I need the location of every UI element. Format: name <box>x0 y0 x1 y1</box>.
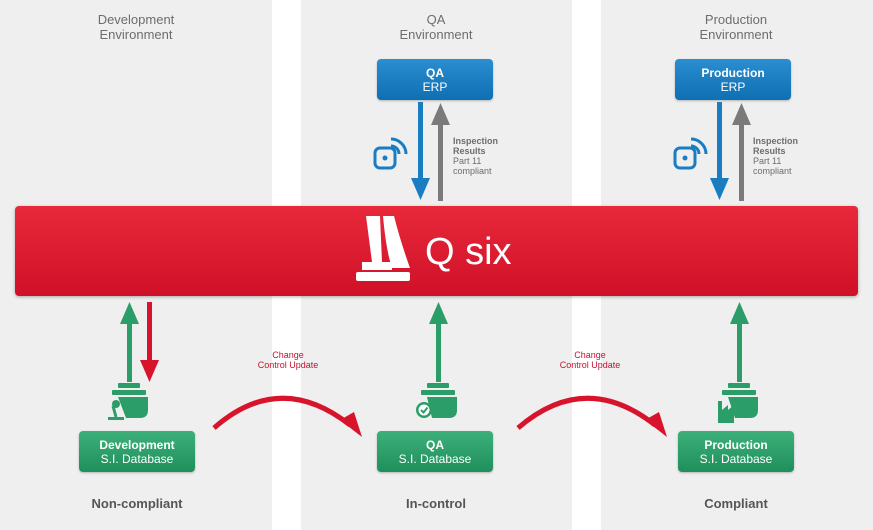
qa-wireless-scanner-icon <box>373 137 408 170</box>
inspection-line3: Part 11 <box>753 156 782 166</box>
qa-erp-box: QA ERP <box>377 59 493 100</box>
env-name: QA <box>426 12 446 27</box>
inspection-line4: compliant <box>753 166 792 176</box>
development-up-arrow <box>120 302 139 382</box>
env-name: Development <box>97 12 175 27</box>
q-six-band <box>15 206 858 296</box>
qa-database-certificate-icon <box>416 383 457 418</box>
qa-environment-label: QA Environment <box>336 12 536 42</box>
inspection-line1: Inspection <box>453 136 499 146</box>
inspection-line3: Part 11 <box>453 156 482 166</box>
erp-title: Production <box>701 66 765 80</box>
production-up-arrow <box>732 103 751 201</box>
change-control-line2: Control Update <box>559 360 621 370</box>
production-down-arrow <box>710 102 729 200</box>
production-environment-label: Production Environment <box>636 12 836 42</box>
db-title: Development <box>99 438 175 452</box>
change-control-line1: Change <box>574 350 606 360</box>
q-six-title: Q six <box>425 231 512 273</box>
production-inspection-results-label: Inspection Results Part 11 compliant <box>753 136 798 176</box>
change-control-arrow-1 <box>212 395 362 437</box>
change-control-label-2: Change Control Update <box>530 350 650 370</box>
change-control-label-1: Change Control Update <box>228 350 348 370</box>
qa-status: In-control <box>406 496 466 511</box>
qa-db-up-arrow <box>429 302 448 382</box>
qa-down-arrow <box>411 102 430 200</box>
development-status: Non-compliant <box>91 496 183 511</box>
qa-inspection-results-label: Inspection Results Part 11 compliant <box>453 136 498 176</box>
inspection-line1: Inspection <box>753 136 799 146</box>
production-db-up-arrow <box>730 302 749 382</box>
production-erp-box: Production ERP <box>675 59 791 100</box>
inspection-line4: compliant <box>453 166 492 176</box>
change-control-line1: Change <box>272 350 304 360</box>
db-subtitle: S.I. Database <box>100 452 174 466</box>
inspection-line2: Results <box>453 146 486 156</box>
production-wireless-scanner-icon <box>673 137 708 170</box>
env-name: Production <box>704 12 768 27</box>
db-subtitle: S.I. Database <box>398 452 472 466</box>
db-subtitle: S.I. Database <box>699 452 773 466</box>
development-si-database-box: Development S.I. Database <box>79 431 195 472</box>
env-suffix: Environment <box>699 27 773 42</box>
db-title: QA <box>426 438 444 452</box>
development-down-arrow <box>140 302 159 382</box>
development-environment-label: Development Environment <box>36 12 236 42</box>
erp-title: QA <box>426 66 444 80</box>
q-six-logo-icon <box>356 216 410 281</box>
production-database-factory-icon <box>718 383 758 423</box>
erp-subtitle: ERP <box>422 80 448 94</box>
env-suffix: Environment <box>99 27 173 42</box>
env-suffix: Environment <box>399 27 473 42</box>
production-status: Compliant <box>704 496 768 511</box>
qa-si-database-box: QA S.I. Database <box>377 431 493 472</box>
erp-subtitle: ERP <box>720 80 746 94</box>
db-title: Production <box>704 438 768 452</box>
qa-up-arrow <box>431 103 450 201</box>
inspection-line2: Results <box>753 146 786 156</box>
production-si-database-box: Production S.I. Database <box>678 431 794 472</box>
change-control-line2: Control Update <box>257 360 319 370</box>
change-control-arrow-2 <box>516 395 667 437</box>
development-database-microscope-icon <box>108 383 148 420</box>
